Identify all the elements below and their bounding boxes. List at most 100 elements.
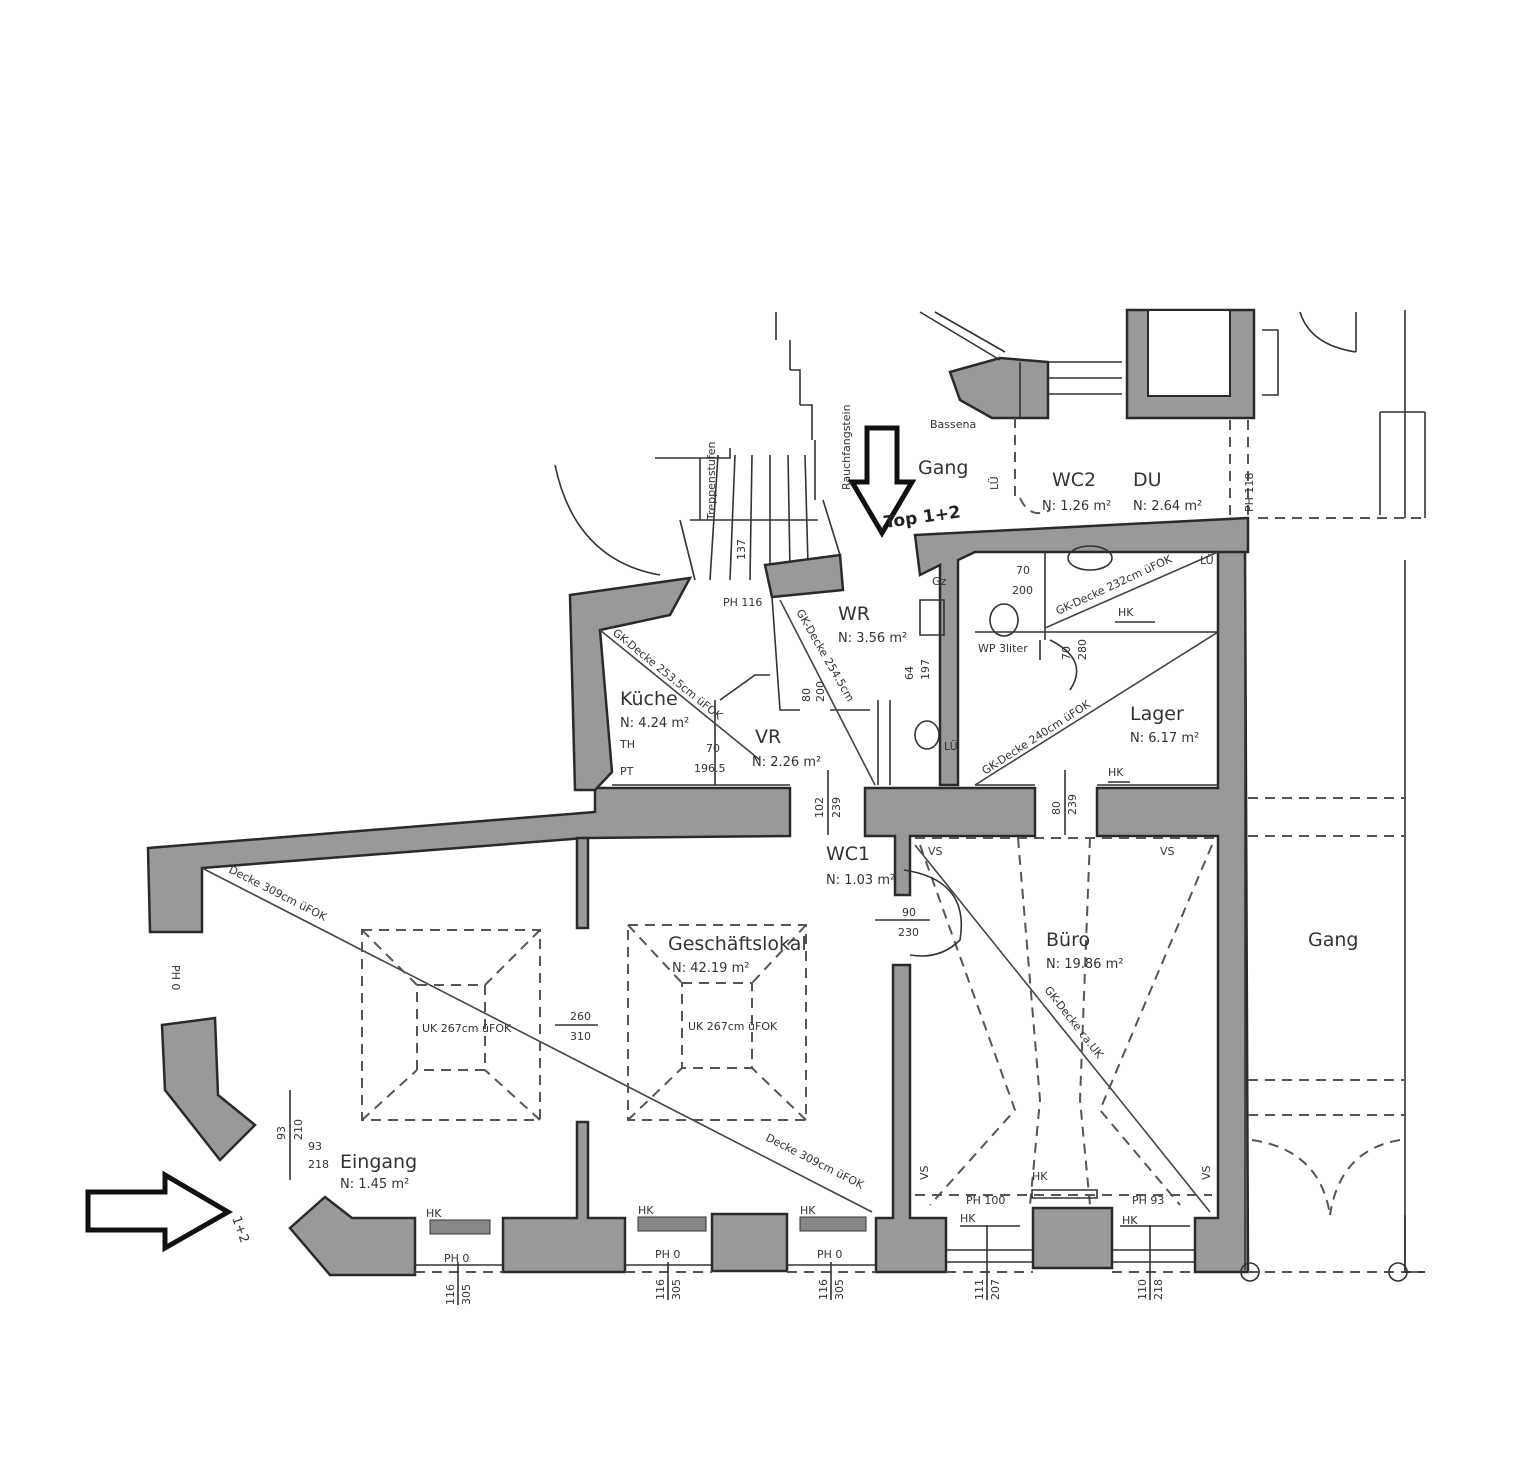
ceiling-note-du: GK-Decke 232cm üFOK	[1054, 552, 1175, 618]
ph-0: PH 0	[444, 1252, 469, 1265]
ceiling-note-main-1: Decke 309cm üFOK	[227, 863, 330, 924]
ceiling-note-lager: GK-Decke 240cm üFOK	[980, 697, 1094, 777]
hk-label: HK	[1032, 1170, 1048, 1183]
dim: 116	[444, 1284, 457, 1305]
room-name: Eingang	[340, 1151, 417, 1173]
room-name: WC2	[1052, 469, 1096, 491]
ph-116: PH 116	[723, 596, 762, 609]
hk-label: HK	[1122, 1214, 1138, 1227]
dim: 80	[1050, 801, 1063, 815]
entrance-marker: 1+2	[228, 1214, 251, 1245]
lu-label: LÜ	[1200, 554, 1214, 567]
dim: 280	[1076, 639, 1089, 660]
stair-label: Treppenstufen	[705, 441, 718, 521]
dim: 218	[308, 1158, 329, 1171]
room-name: Geschäftslokal	[668, 933, 807, 955]
ceiling-lines	[201, 551, 1219, 1213]
dim: 196.5	[694, 762, 726, 775]
dim: 70	[1060, 646, 1073, 660]
annotations: HK HK HK HK HK HK HK HK VS VS VS VS LÜ L…	[169, 545, 1214, 1305]
vs-label: VS	[928, 845, 943, 858]
dim: 305	[460, 1284, 473, 1305]
room-wr: WR N: 3.56 m²	[838, 603, 907, 646]
dim: 70	[1016, 564, 1030, 577]
room-vr: VR N: 2.26 m²	[752, 726, 821, 770]
room-area: N: 1.03 m²	[826, 873, 895, 888]
th-label: TH	[619, 738, 635, 751]
room-area: N: 42.19 m²	[672, 961, 749, 976]
dim: 111	[973, 1279, 986, 1300]
pt-label: PT	[620, 765, 634, 778]
dim: 305	[833, 1279, 846, 1300]
room-eingang: Eingang N: 1.45 m²	[340, 1151, 417, 1192]
hk-label: HK	[1108, 766, 1124, 779]
bassena-label: Bassena	[930, 418, 976, 431]
room-lager: Lager N: 6.17 m²	[1130, 703, 1199, 746]
room-name: Büro	[1046, 929, 1090, 951]
ph-right: PH 118	[1243, 473, 1256, 512]
ph-0: PH 0	[655, 1248, 680, 1261]
dim: 93	[308, 1140, 322, 1153]
room-area: N: 4.24 m²	[620, 716, 689, 731]
room-wc2: WC2 N: 1.26 m²	[1042, 469, 1111, 514]
room-name: Küche	[620, 688, 678, 710]
stair-137: 137	[735, 539, 748, 560]
room-area: N: 19.86 m²	[1046, 957, 1123, 972]
dim: 218	[1152, 1279, 1165, 1300]
hk-label: HK	[960, 1212, 976, 1225]
hk-label: HK	[638, 1204, 654, 1217]
dim: 197	[919, 659, 932, 680]
room-area: N: 1.45 m²	[340, 1177, 409, 1192]
vs-label: VS	[1200, 1165, 1213, 1180]
upper-context: Bassena Treppenstufen 137 Rauchfangstein…	[554, 308, 1426, 581]
gz-label: Gz	[932, 575, 947, 588]
dim: 116	[817, 1279, 830, 1300]
room-name: VR	[755, 726, 781, 748]
walls	[146, 516, 1425, 1282]
vs-label: VS	[1160, 845, 1175, 858]
hk-label: HK	[1118, 606, 1134, 619]
dim: 210	[292, 1119, 305, 1140]
corridor-upper: Gang	[918, 457, 968, 479]
ph-100: PH 100	[966, 1194, 1005, 1207]
room-name: Lager	[1130, 703, 1184, 725]
dim: 64	[903, 666, 916, 680]
lu-label: LÜ	[988, 476, 1001, 490]
dim: 200	[814, 681, 827, 702]
entrance-arrow-right-icon	[85, 1170, 233, 1253]
room-kueche: Küche N: 4.24 m²	[620, 688, 689, 731]
hk-label: HK	[800, 1204, 816, 1217]
dim: 230	[898, 926, 919, 939]
ceiling-note-buero: GK-Decke ca.UK	[1042, 984, 1107, 1062]
right-corridor: Gang	[1244, 560, 1406, 1270]
dim: 239	[830, 797, 843, 818]
dim: 310	[570, 1030, 591, 1043]
chimney-label: Rauchfangstein	[840, 404, 853, 490]
room-area: N: 6.17 m²	[1130, 731, 1199, 746]
room-buero: Büro N: 19.86 m²	[1046, 929, 1123, 972]
dim: 305	[670, 1279, 683, 1300]
beam-note-1: UK 267cm üFOK	[422, 1022, 512, 1035]
room-du: DU N: 2.64 m²	[1133, 469, 1202, 514]
dim: 207	[989, 1279, 1002, 1300]
dim: 110	[1136, 1279, 1149, 1300]
dim: 90	[902, 906, 916, 919]
lu-label: LÜ	[944, 740, 958, 753]
ph-93: PH 93	[1132, 1194, 1164, 1207]
hk-label: HK	[426, 1207, 442, 1220]
dim: 80	[800, 688, 813, 702]
dim: 200	[1012, 584, 1033, 597]
entrance-arrow-down-icon	[847, 425, 917, 538]
dim: 102	[813, 797, 826, 818]
dim: 239	[1066, 794, 1079, 815]
dim: 116	[654, 1279, 667, 1300]
room-area: N: 1.26 m²	[1042, 499, 1111, 514]
room-wc1: WC1 N: 1.03 m²	[826, 843, 895, 888]
room-area: N: 2.64 m²	[1133, 499, 1202, 514]
room-name: WC1	[826, 843, 870, 865]
dim: 260	[570, 1010, 591, 1023]
corridor-right: Gang	[1308, 929, 1358, 951]
staircase	[679, 454, 841, 581]
beam-note-2: UK 267cm üFOK	[688, 1020, 778, 1033]
dim: 70	[706, 742, 720, 755]
